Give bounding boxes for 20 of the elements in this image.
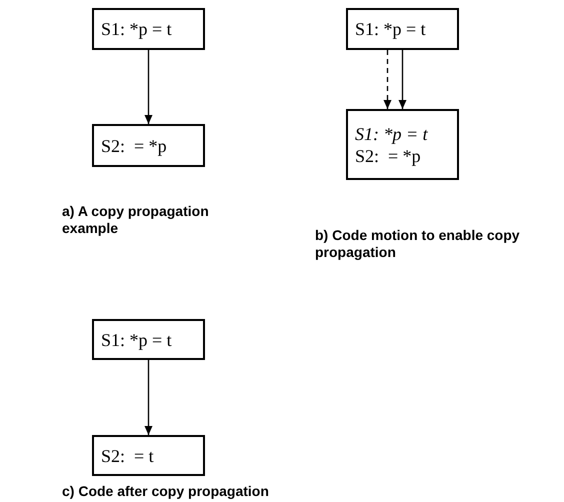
- caption: b) Code motion to enable copy propagation: [315, 227, 521, 261]
- arrow: [398, 50, 406, 109]
- code-box: [92, 124, 205, 167]
- code-box: [346, 8, 459, 50]
- code-statement: S2: = t: [101, 444, 155, 466]
- code-statement: S1: *p = t: [101, 18, 173, 40]
- code-box: [92, 319, 205, 360]
- caption: c) Code after copy propagation: [62, 483, 270, 500]
- code-box: [92, 435, 205, 476]
- code-box: [346, 109, 459, 180]
- code-statement: S1: *p = t: [355, 18, 427, 40]
- code-statement: S2: = *p: [101, 134, 168, 156]
- arrow: [144, 50, 152, 124]
- code-statement: S1: *p = t: [101, 328, 173, 350]
- code-statement: S2: = *p: [355, 144, 422, 166]
- arrow: [144, 360, 152, 435]
- caption: a) A copy propagation example: [62, 203, 210, 237]
- code-box: [92, 8, 205, 50]
- code-statement: S1: *p = t: [355, 122, 429, 144]
- arrow: [384, 50, 392, 109]
